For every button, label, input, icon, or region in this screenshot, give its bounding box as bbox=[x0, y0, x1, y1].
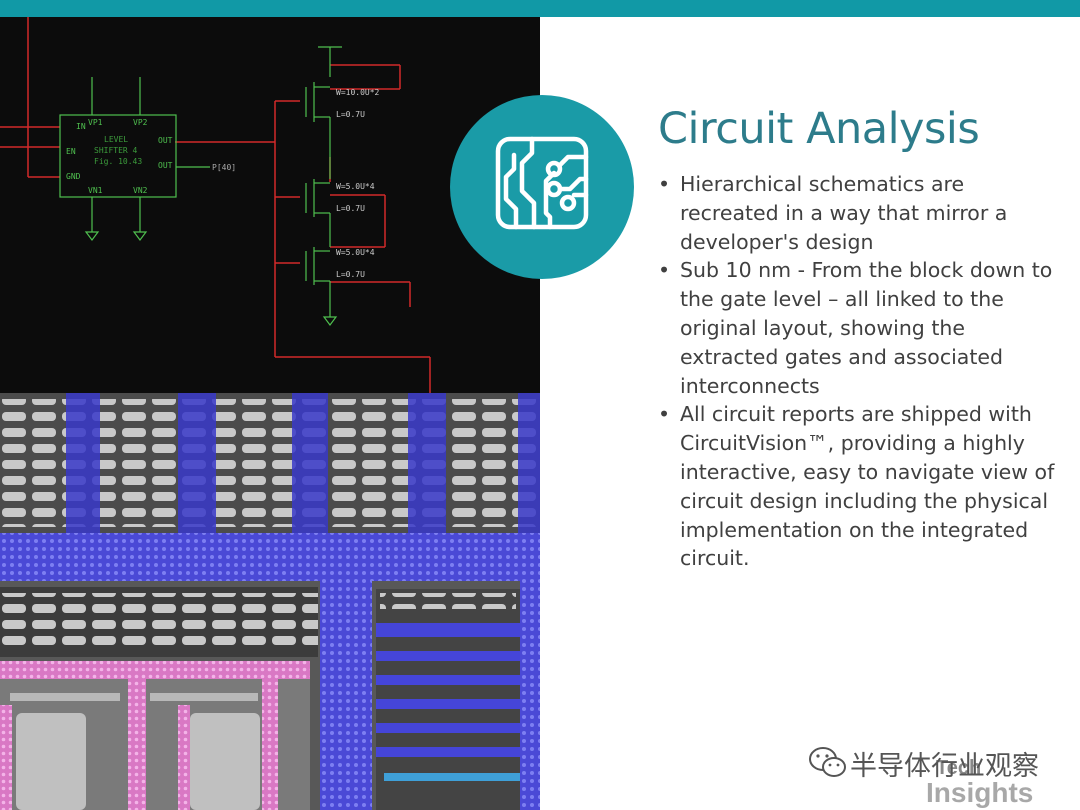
top-accent-bar bbox=[0, 0, 1080, 17]
pin-label: VP2 bbox=[133, 118, 148, 127]
transistor-width: W=10.0U*2 bbox=[336, 88, 380, 97]
bullet-item: • Sub 10 nm - From the block down to the… bbox=[656, 256, 1066, 400]
block-label-2: SHIFTER 4 bbox=[94, 146, 138, 155]
transistor-length: L=0.7U bbox=[336, 110, 365, 119]
wechat-icon bbox=[809, 747, 846, 777]
circuit-badge bbox=[450, 95, 634, 279]
slide-title: Circuit Analysis bbox=[658, 104, 980, 154]
layout-drawing bbox=[0, 393, 540, 810]
schematic-image: IN EN GND VP1 VP2 OUT OUT VN1 VN2 LEVEL … bbox=[0, 17, 540, 393]
pin-label: OUT bbox=[158, 136, 173, 145]
pin-label: OUT bbox=[158, 161, 173, 170]
bullet-text: All circuit reports are shipped with Cir… bbox=[680, 402, 1055, 571]
transistor-length: L=0.7U bbox=[336, 270, 365, 279]
output-label: P[40] bbox=[212, 163, 236, 172]
bullet-text: Hierarchical schematics are recreated in… bbox=[680, 172, 1008, 254]
block-label-3: Fig. 10.43 bbox=[94, 157, 142, 166]
transistor-width: W=5.0U*4 bbox=[336, 248, 375, 257]
pin-label: VP1 bbox=[88, 118, 103, 127]
pin-label: EN bbox=[66, 147, 76, 156]
pin-label: IN bbox=[76, 122, 86, 131]
image-collage: IN EN GND VP1 VP2 OUT OUT VN1 VN2 LEVEL … bbox=[0, 17, 540, 810]
brand-watermark-bottom: Insights bbox=[926, 777, 1034, 808]
transistor-width: W=5.0U*4 bbox=[336, 182, 375, 191]
pin-label: GND bbox=[66, 172, 81, 181]
bullet-item: • Hierarchical schematics are recreated … bbox=[656, 170, 1066, 256]
bullet-item: • All circuit reports are shipped with C… bbox=[656, 400, 1066, 573]
bullet-glyph: • bbox=[658, 258, 671, 283]
circuit-board-icon bbox=[495, 136, 589, 230]
pin-label: VN2 bbox=[133, 186, 148, 195]
block-label-1: LEVEL bbox=[104, 135, 128, 144]
bullet-glyph: • bbox=[658, 172, 671, 196]
brand-watermark-top: Tech bbox=[936, 757, 982, 779]
layout-micrograph-image bbox=[0, 393, 540, 810]
bullet-list: • Hierarchical schematics are recreated … bbox=[656, 170, 1066, 573]
pin-label: VN1 bbox=[88, 186, 103, 195]
transistor-length: L=0.7U bbox=[336, 204, 365, 213]
bullet-glyph: • bbox=[658, 402, 671, 427]
bullet-text: Sub 10 nm - From the block down to the g… bbox=[680, 258, 1053, 398]
brand-watermark: Tech Insights bbox=[926, 758, 1033, 808]
channel-watermark: 半导体行业观察 bbox=[850, 751, 1039, 782]
schematic-drawing: IN EN GND VP1 VP2 OUT OUT VN1 VN2 LEVEL … bbox=[0, 17, 431, 393]
